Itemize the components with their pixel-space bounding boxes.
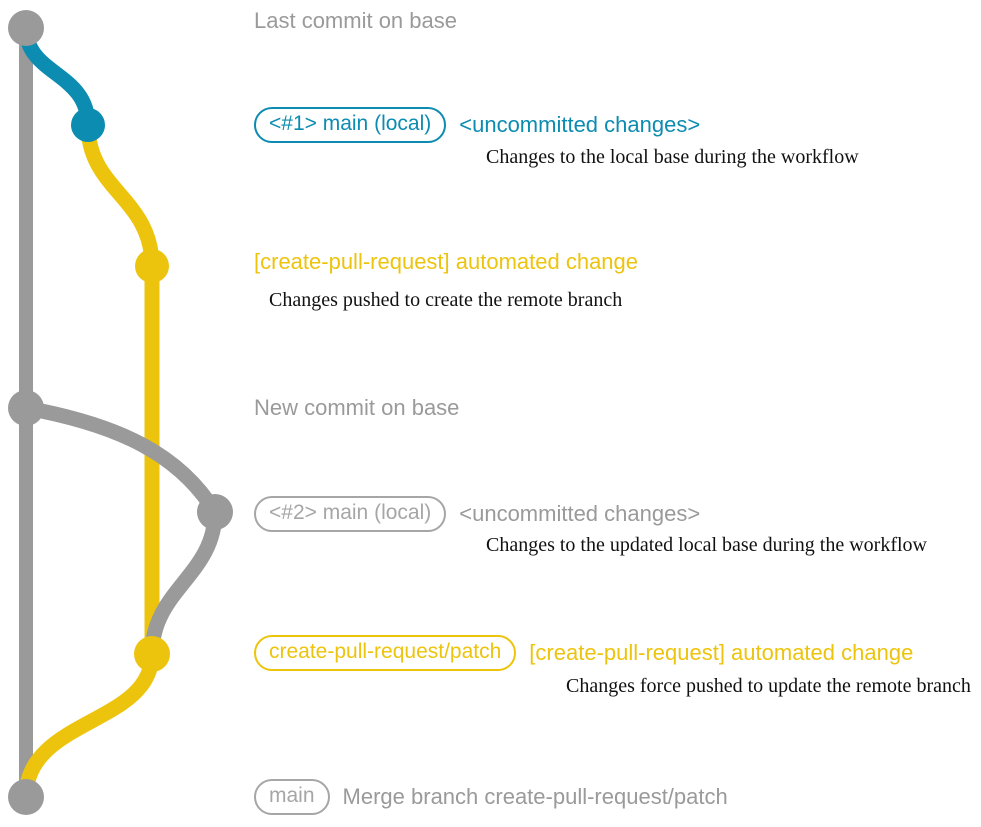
commit-row-local-1: <#1> main (local) <uncommitted changes> bbox=[254, 107, 700, 143]
branch-badge-create-pull-request-patch[interactable]: create-pull-request/patch bbox=[254, 635, 517, 671]
commit-row-merge: main Merge branch create-pull-request/pa… bbox=[254, 779, 728, 815]
commit-node-base-3[interactable] bbox=[8, 779, 44, 815]
commit-subject: Merge branch create-pull-request/patch bbox=[342, 784, 728, 809]
edge-updated-local-n5-n6 bbox=[144, 504, 223, 662]
commit-subject: [create-pull-request] automated change bbox=[254, 249, 639, 274]
commit-subject: <uncommitted changes> bbox=[459, 501, 701, 526]
edge-updated-local-n4-n5 bbox=[18, 400, 223, 520]
commit-description: Changes to the local base during the wor… bbox=[486, 146, 859, 168]
commit-node-patch-1[interactable] bbox=[135, 249, 169, 283]
commit-node-local-1[interactable] bbox=[71, 108, 105, 142]
commit-subject: <uncommitted changes> bbox=[459, 112, 701, 137]
commit-row-new-commit-on-base: New commit on base bbox=[254, 395, 459, 421]
commit-subject: New commit on base bbox=[254, 395, 460, 420]
commit-row-patch-2: create-pull-request/patch [create-pull-r… bbox=[254, 635, 913, 671]
commit-row-local-2: <#2> main (local) <uncommitted changes> bbox=[254, 496, 700, 532]
commit-row-patch-1: [create-pull-request] automated change bbox=[254, 249, 638, 275]
commit-node-patch-2[interactable] bbox=[134, 636, 170, 672]
commit-description: Changes to the updated local base during… bbox=[486, 534, 927, 556]
commit-node-base-1[interactable] bbox=[8, 10, 44, 46]
commit-description: Changes pushed to create the remote bran… bbox=[269, 289, 623, 311]
branch-badge-main-local-2[interactable]: <#2> main (local) bbox=[254, 496, 447, 532]
branch-badge-main-local-1[interactable]: <#1> main (local) bbox=[254, 107, 447, 143]
commit-description: Changes force pushed to update the remot… bbox=[566, 675, 971, 697]
commit-node-updated-local-1[interactable] bbox=[197, 494, 233, 530]
commit-subject: Last commit on base bbox=[254, 8, 457, 33]
edge-patch-n2-n3 bbox=[80, 117, 160, 274]
edge-merge-n6-n7 bbox=[18, 646, 160, 805]
graph-nodes bbox=[8, 10, 233, 815]
commit-row-last-commit-on-base: Last commit on base bbox=[254, 8, 457, 34]
branch-badge-main[interactable]: main bbox=[254, 779, 330, 815]
commit-node-base-2[interactable] bbox=[8, 390, 44, 426]
graph-edges bbox=[18, 20, 223, 805]
commit-subject: [create-pull-request] automated change bbox=[529, 640, 914, 665]
